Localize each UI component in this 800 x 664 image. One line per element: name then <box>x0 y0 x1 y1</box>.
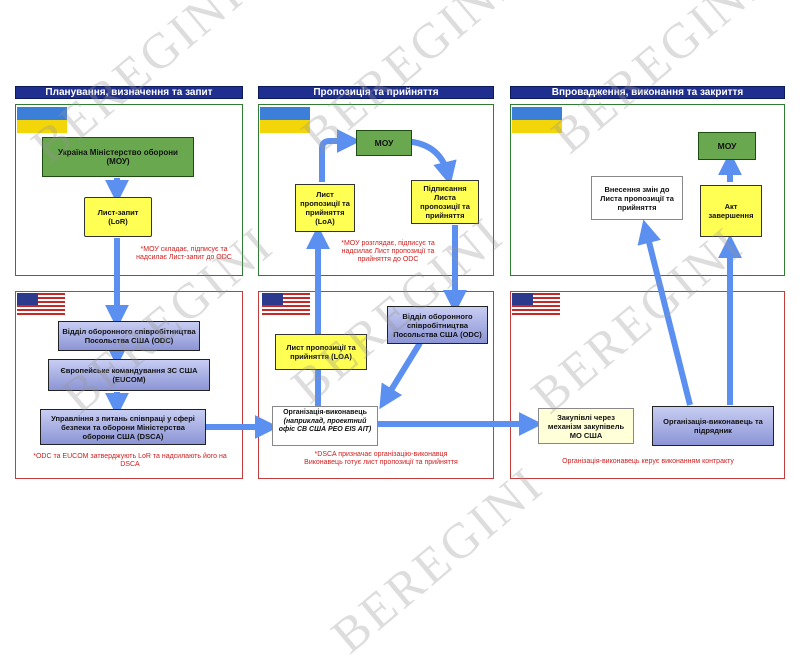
executor-title: Організація-виконавець <box>283 409 367 416</box>
ukraine-mod-box: Україна Міністерство оборони (МОУ) <box>42 137 194 177</box>
dsca-box: Управління з питань співпраці у сфері бе… <box>40 409 206 445</box>
header-implementation: Впровадження, виконання та закриття <box>510 86 785 99</box>
planning-us-note: *ODC та EUCOM затверджують LoR та надсил… <box>33 453 227 468</box>
header-proposal: Пропозиція та прийняття <box>258 86 494 99</box>
loa-scroll: Лист пропозиції та прийняття (LoA) <box>295 184 355 232</box>
proposal-mou-note: *МОУ розглядає, підписує та надсилає Лис… <box>341 240 435 263</box>
ukraine-flag-icon <box>17 107 67 133</box>
proposal-odc-box: Відділ оборонного співробітництва Посоль… <box>387 306 488 344</box>
flow-arrows <box>105 129 742 439</box>
proposal-mod-box: МОУ <box>356 130 412 156</box>
implementation-mod-box: МОУ <box>698 132 756 160</box>
planning-mou-note: *МОУ складає, підписує та надсилає Лист-… <box>136 246 232 261</box>
signing-scroll: Підписання Листа пропозиції та прийняття <box>411 180 479 224</box>
ukraine-flag-icon <box>512 107 562 133</box>
us-flag-icon <box>17 293 65 315</box>
us-flag-icon <box>512 293 560 315</box>
panel-us-implementation <box>510 291 785 479</box>
procurement-box: Закупівлі через механізм закупівель МО С… <box>538 408 634 444</box>
implementation-us-note: Організація-виконавець керує виконанням … <box>562 458 734 465</box>
executor-detail: (наприклад, проектний офіс СВ США PEO EI… <box>278 417 372 434</box>
amendment-document: Внесення змін до Листа пропозиції та при… <box>591 176 683 220</box>
ukraine-flag-icon <box>260 107 310 133</box>
loa-us-scroll: Лист пропозиції та прийняття (LOA) <box>275 334 367 370</box>
lor-scroll: Лист-запит (LoR) <box>84 197 152 237</box>
closure-scroll: Акт завершення <box>700 185 762 237</box>
eucom-box: Європейське командування ЗС США (EUCOM) <box>48 359 210 391</box>
executor-box: Організація-виконавець (наприклад, проек… <box>272 406 378 446</box>
header-planning: Планування, визначення та запит <box>15 86 243 99</box>
us-flag-icon <box>262 293 310 315</box>
executor-contractor-box: Організація-виконавець та підрядник <box>652 406 774 446</box>
odc-box: Відділ оборонного співробітництва Посоль… <box>58 321 200 351</box>
proposal-us-note: *DSCA призначає організацію-виконавця Ви… <box>304 451 458 466</box>
